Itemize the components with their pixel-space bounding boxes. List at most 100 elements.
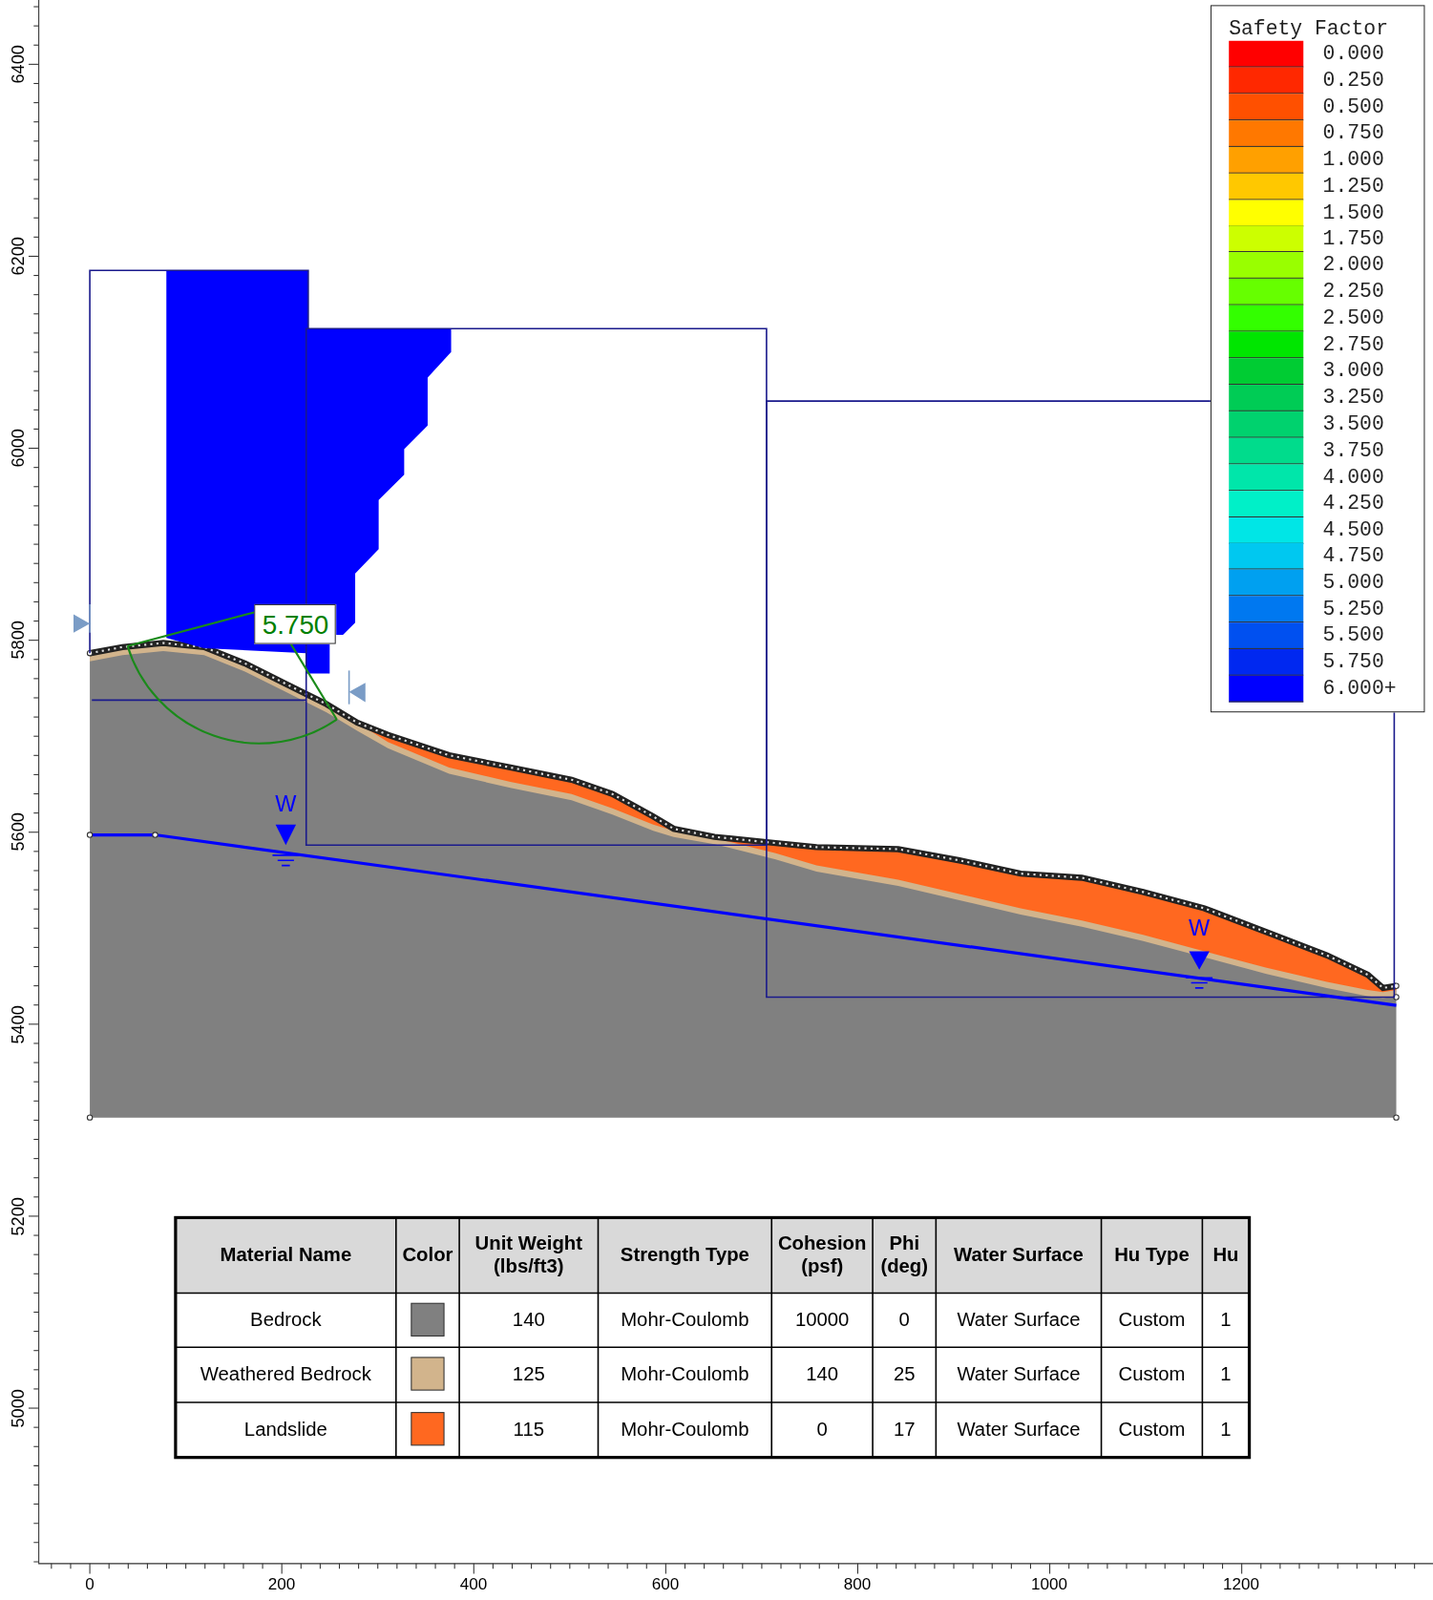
tick [1125,1563,1127,1569]
table-cell: Hu Type [1101,1217,1203,1293]
legend-label: 4.500 [1323,518,1385,544]
axis-label: 6000 [8,428,29,467]
legend-entry: 5.250 [1211,596,1424,624]
legend-entry: 0.000 [1211,41,1424,68]
legend-entry: 3.750 [1211,437,1424,464]
tick [1298,1563,1300,1569]
legend-label: 2.500 [1323,306,1385,332]
tick [33,793,39,795]
legend-swatch [1228,437,1304,464]
tick [1164,1563,1166,1569]
search-grid-outline [89,270,1394,997]
landslide [89,643,1396,993]
legend-swatch [1228,384,1304,412]
legend-label: 6.000+ [1323,676,1397,702]
legend-entry: 5.750 [1211,649,1424,676]
tick [741,1563,743,1569]
vertex [86,832,92,838]
tick [33,1119,39,1121]
tick [33,1292,39,1294]
table-cell: 0 [872,1293,936,1349]
tick [33,966,39,968]
table-body-bg [175,1293,1250,1458]
ground-layers [86,643,1399,1121]
legend-entry: 2.000 [1211,252,1424,279]
tick [33,505,39,506]
axis-label: 5000 [8,1389,29,1428]
water-symbol [275,824,296,845]
legend-label: 3.000 [1323,358,1385,384]
legend-entry: 1.250 [1211,172,1424,200]
water-symbol [1189,950,1210,970]
tick [33,466,39,468]
table-cell: Mohr-Coulomb [597,1293,772,1349]
tick [33,1560,39,1562]
tick [1087,1563,1089,1569]
legend-swatch [1228,517,1304,545]
tick [223,1563,225,1569]
legend-entry: 2.250 [1211,278,1424,306]
tick [1413,1563,1415,1569]
legend-swatch [1228,358,1304,385]
table-cell: 140 [771,1347,873,1403]
legend-label: 3.500 [1323,412,1385,438]
tick [1337,1563,1339,1569]
limit-marker [88,604,91,633]
tick [28,1023,40,1025]
tick [33,44,39,46]
axis-label: 1200 [1222,1575,1260,1594]
tick [473,1563,475,1575]
legend-entry: 0.500 [1211,93,1424,121]
tick [33,620,39,622]
table-rule [175,1346,1250,1349]
legend-label: 0.000 [1323,42,1385,67]
legend-swatch [1228,41,1304,68]
tick [28,255,40,257]
legend-swatch [1228,332,1304,359]
table-cell: 25 [872,1347,936,1403]
legend-label: 1.250 [1323,173,1385,199]
table-rule [395,1217,398,1457]
ground-surface [89,643,1396,989]
legend-swatch [1228,226,1304,253]
material-swatch [411,1303,444,1336]
tick [166,1563,168,1569]
tick [952,1563,954,1569]
legend-entry: 5.500 [1211,622,1424,650]
axis-label: 5800 [8,620,29,659]
tick [33,869,39,871]
tick [530,1563,532,1569]
table-cell: Strength Type [597,1217,772,1293]
tick [33,217,39,219]
table-rule [458,1217,461,1457]
tick [1068,1563,1070,1569]
tick [28,639,40,641]
table-cell: Hu [1201,1217,1249,1293]
legend-entry: 2.500 [1211,305,1424,333]
table-rule [1201,1217,1204,1457]
table-cell: Water Surface [935,1402,1101,1458]
tick [435,1563,437,1569]
table-cell: Custom [1101,1347,1203,1403]
search-grid-fill [166,270,451,674]
tick [50,1563,52,1569]
tick [33,1503,39,1505]
table-cell: Color [396,1217,460,1293]
tick [33,1254,39,1256]
tick [33,544,39,546]
legend-label: 5.250 [1323,597,1385,623]
legend-entry: 3.500 [1211,411,1424,439]
table-cell: 17 [872,1402,936,1458]
tick [492,1563,494,1569]
legend-swatch [1228,675,1304,703]
tick [28,831,40,833]
tick [33,1330,39,1332]
tick [33,1465,39,1467]
tick [338,1563,340,1569]
legend-swatch [1228,172,1304,200]
legend-label: 0.500 [1323,94,1385,120]
tick [857,1563,859,1575]
tick [33,1235,39,1237]
tick [33,1138,39,1140]
table-cell: Cohesion (psf) [771,1217,873,1293]
